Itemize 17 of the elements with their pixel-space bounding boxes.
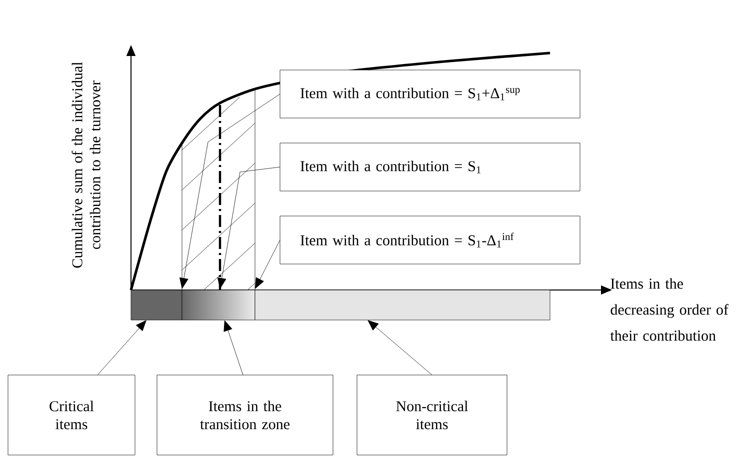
bar-segment: [254, 290, 550, 320]
callout-box: Item with a contribution = S$_{1}$: [280, 142, 580, 192]
category-box: Critical items: [8, 374, 136, 456]
callout-box: Item with a contribution = S$_{1}$+Δ$_{1}$sup: [280, 70, 580, 118]
leader-arrow: [217, 166, 280, 289]
axis-title: Cumulative sum of the individual contribution to the turnover: [72, 62, 100, 268]
category-box: Non-critical items: [356, 374, 508, 456]
leader-arrow: [97, 320, 146, 376]
leader-arrow: [255, 240, 280, 289]
bar-segment: [130, 290, 182, 320]
callout-box: Item with a contribution = S$_{1}$-Δ$_{1}$inf: [280, 216, 580, 264]
bar-segment: [182, 290, 256, 320]
axis-title: Items in the decreasing order of their contribution: [610, 278, 728, 341]
category-box: Items in the transition zone: [156, 374, 334, 456]
leader-arrow: [368, 320, 432, 376]
leader-arrow: [224, 320, 244, 376]
leader-arrow: [180, 94, 280, 289]
